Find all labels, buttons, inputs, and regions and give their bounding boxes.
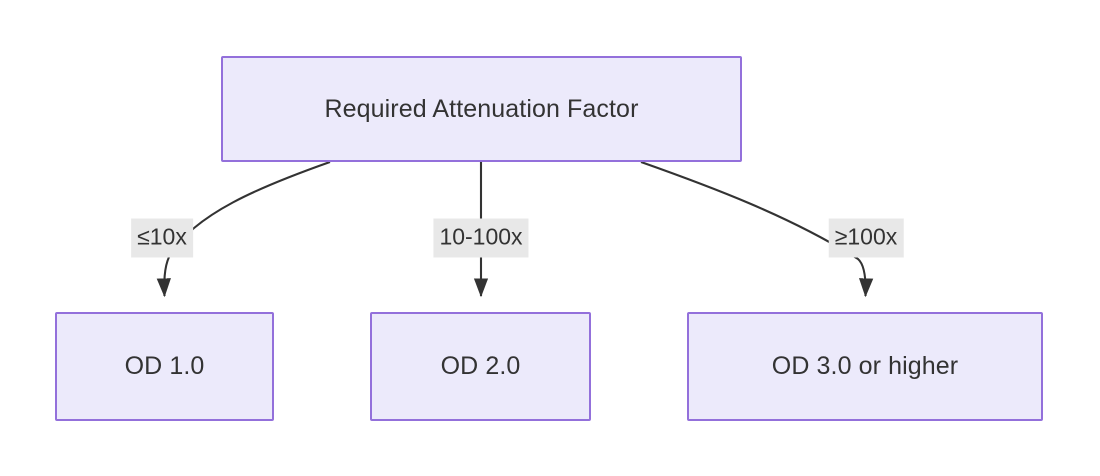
node-od-2-label: OD 2.0 <box>440 352 521 380</box>
edge-label-10-100x: 10-100x <box>433 218 529 258</box>
node-required-attenuation-factor[interactable]: Required Attenuation Factor <box>221 56 742 162</box>
node-od-1-label: OD 1.0 <box>124 352 205 380</box>
node-od-3-label: OD 3.0 or higher <box>771 352 959 380</box>
edge-label-lte-10x: ≤10x <box>131 218 193 258</box>
node-root-label: Required Attenuation Factor <box>324 94 639 123</box>
node-od-3[interactable]: OD 3.0 or higher <box>687 312 1043 421</box>
edge-label-gte-100x: ≥100x <box>828 218 904 258</box>
node-od-1[interactable]: OD 1.0 <box>55 312 274 421</box>
edge-to-od3 <box>640 161 874 298</box>
node-od-2[interactable]: OD 2.0 <box>370 312 591 421</box>
